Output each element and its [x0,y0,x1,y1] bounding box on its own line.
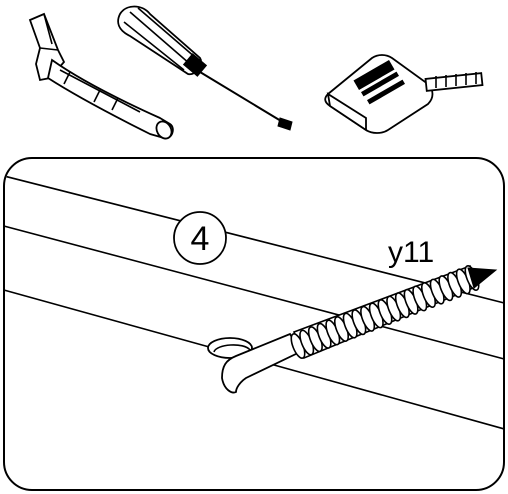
tape-measure-icon [324,54,484,134]
hammer-icon [28,12,174,140]
screwdriver-icon [117,5,293,131]
step-number-badge: 4 [173,211,227,265]
part-label: y11 [388,236,434,269]
screw-y11 [221,264,498,394]
step-number: 4 [191,220,210,258]
detail-panel-frame [3,157,505,491]
